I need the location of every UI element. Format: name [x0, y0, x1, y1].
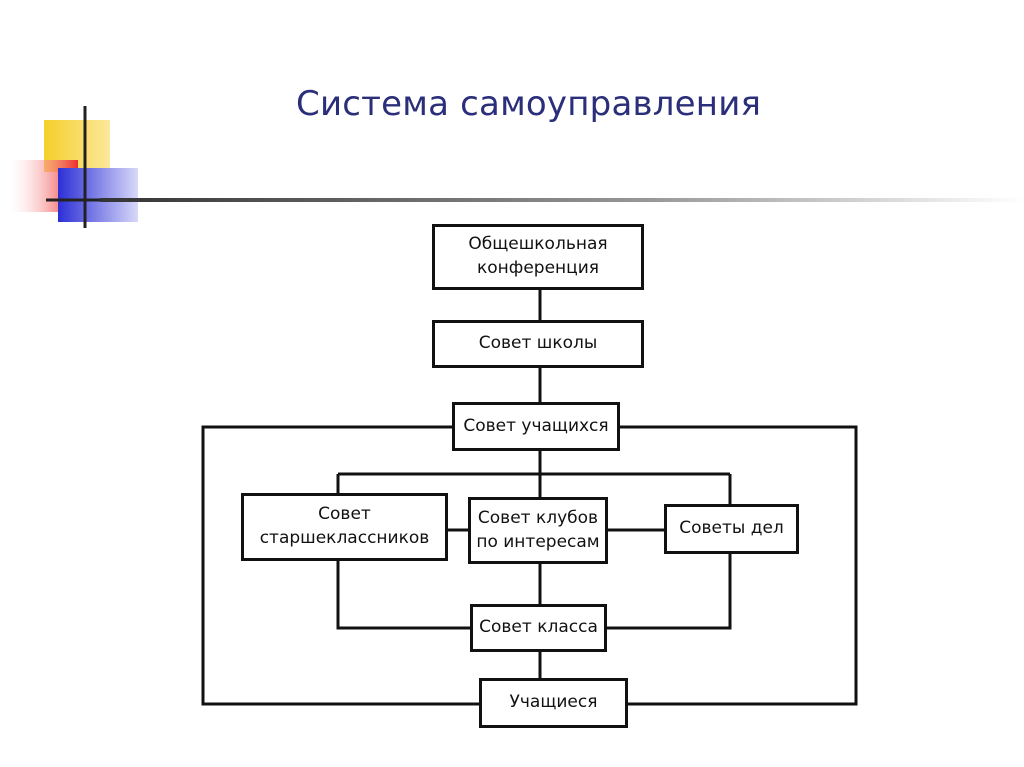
conn-affairs-class — [606, 553, 732, 630]
node-affairs-councils: Советы дел — [664, 504, 799, 554]
node-school-council: Совет школы — [432, 320, 644, 368]
conn-seniors-class — [336, 561, 471, 630]
blue-square — [58, 168, 138, 222]
conn-outer-left-loop — [201, 425, 480, 706]
node-class-council: Совет класса — [470, 604, 607, 652]
node-clubs-council: Совет клубов по интересам — [468, 497, 608, 564]
node-seniors-council: Совет старшеклассников — [241, 493, 448, 561]
title-underline — [100, 198, 1024, 202]
node-conference: Общешкольная конференция — [432, 224, 644, 290]
node-students: Учащиеся — [479, 678, 628, 728]
corner-decoration — [10, 106, 160, 228]
slide-title: Система самоуправления — [296, 84, 762, 124]
conn-outer-right-loop — [620, 425, 858, 706]
node-students-council: Совет учащихся — [452, 402, 620, 451]
